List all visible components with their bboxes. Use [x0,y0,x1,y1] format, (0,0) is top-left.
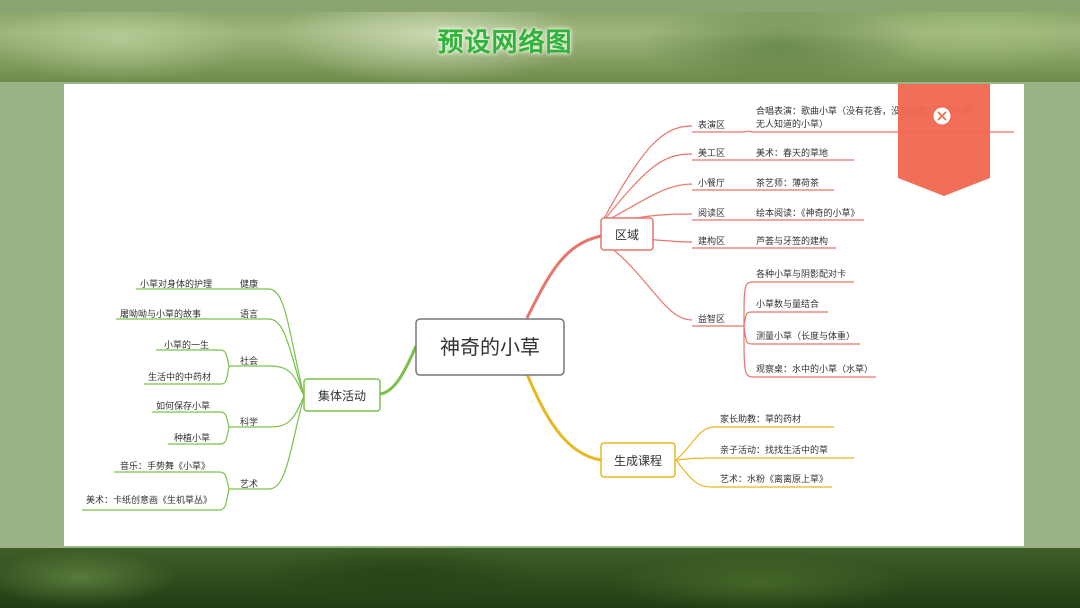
zone-item: 茶艺师：薄荷茶 [756,177,819,189]
group-label: 艺术 [240,478,258,490]
group-label: 科学 [240,416,258,428]
group-item: 音乐：手势舞《小草》 [120,460,210,472]
zone-item: 芦荟与牙签的建构 [756,235,828,247]
zone-label: 益智区 [698,313,725,325]
page-title: 预设网络图 [437,28,573,58]
zone-item: 各种小草与阴影配对卡 [756,268,846,280]
edge-root-group [379,345,418,396]
generated-item: 艺术：水粉《离离原上草》 [720,473,828,485]
zone-label: 小餐厅 [698,177,725,189]
group-edges [82,288,305,511]
background-top [0,0,1080,82]
group-item: 小草对身体的护理 [140,278,212,290]
root-label: 神奇的小草 [440,335,540,359]
zone-item: 测量小草（长度与体重） [756,330,855,342]
group-item: 美术：卡纸创意画《生机草丛》 [86,494,212,506]
mindmap-sheet: 神奇的小草 区域 生成课程 集体活动 表演区 美工区 小餐厅 阅读区 建构区 益… [64,84,1024,546]
group-item: 小草的一生 [164,339,209,351]
mindmap-canvas: 神奇的小草 区域 生成课程 集体活动 表演区 美工区 小餐厅 阅读区 建构区 益… [82,105,1014,511]
background-bottom [0,548,1080,608]
group-item: 如何保存小草 [156,400,210,412]
generated-edges [675,426,854,488]
root-node[interactable]: 神奇的小草 [415,318,565,376]
zone-label: 表演区 [698,119,725,131]
edge-root-zones [525,234,602,319]
group-label: 健康 [240,278,258,290]
node-zones-label: 区域 [615,228,639,242]
group-label: 社会 [240,355,258,367]
edge-root-generated [525,373,602,462]
group-item: 种植小草 [174,432,210,444]
zone-item: 小草数与量结合 [756,298,819,310]
zone-label: 建构区 [698,235,725,247]
zones-edges [600,125,1014,378]
zone-item: 观察桌：水中的小草（水草） [756,363,873,375]
generated-item: 亲子活动：找找生活中的草 [720,444,828,456]
group-label: 语言 [240,308,258,320]
node-group-label: 集体活动 [318,388,366,403]
zone-label: 阅读区 [698,207,725,219]
node-generated[interactable]: 生成课程 [600,442,676,478]
zone-item: 合唱表演：歌曲小草（没有花香，没有树高，我是一颗 [756,105,972,117]
group-item: 屠呦呦与小草的故事 [120,308,201,320]
zone-item: 绘本阅读：《神奇的小草》 [756,207,860,219]
zone-item: 无人知道的小草） [756,118,828,130]
node-zones[interactable]: 区域 [600,217,654,251]
node-generated-label: 生成课程 [614,453,662,468]
zone-label: 美工区 [698,147,725,159]
generated-item: 家长助教：草的药材 [720,413,801,425]
node-group[interactable]: 集体活动 [303,378,381,412]
zone-item: 美术：春天的草地 [756,147,828,159]
group-item: 生活中的中药材 [148,371,211,383]
